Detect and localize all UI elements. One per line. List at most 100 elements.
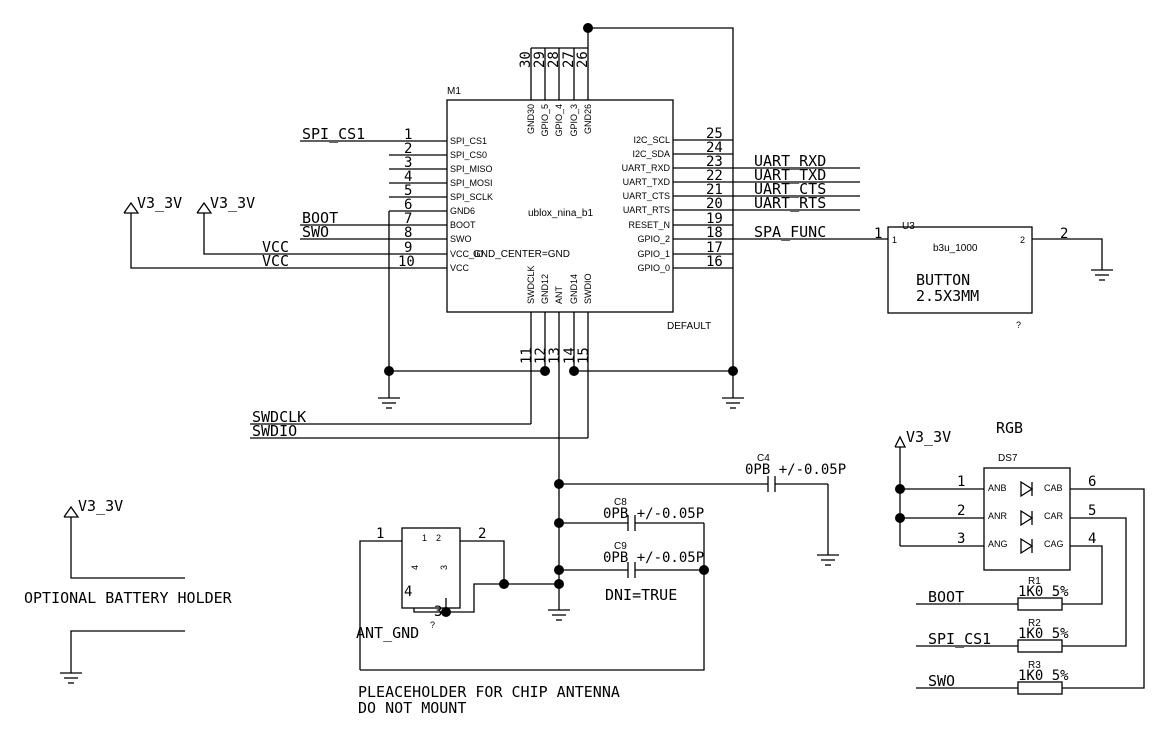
button-ref: U3 — [902, 221, 915, 232]
pin-number: 10 — [398, 254, 415, 270]
pin-number: 21 — [706, 182, 723, 198]
pin-name: GPIO_3 — [569, 104, 579, 137]
pin-name: GPIO_4 — [554, 104, 564, 137]
antenna-gnd-label: ANT_GND — [356, 624, 419, 642]
pin-name: VCC — [450, 263, 470, 273]
pin-name: RESET_N — [628, 220, 670, 230]
antenna-body — [401, 527, 461, 609]
led-pin-number: 3 — [957, 531, 965, 547]
module-net-wires — [130, 27, 888, 439]
pin-number: 29 — [532, 51, 548, 68]
led-pin-name: ANR — [988, 511, 1008, 521]
net-label-swdio: SWDIO — [252, 422, 297, 440]
module-top-pin-numbers: 30 29 28 27 26 — [518, 51, 591, 68]
pin-number: 27 — [561, 51, 577, 68]
pin-number: 7 — [404, 211, 412, 227]
ground-symbol — [817, 554, 839, 566]
pin-name: UART_TXD — [623, 177, 671, 187]
pin-number: 15 — [576, 347, 592, 364]
led-body — [983, 467, 1071, 571]
pin-name: GPIO_1 — [637, 249, 670, 259]
button-value: b3u_1000 — [933, 243, 978, 254]
resistor-value: 1K0 5% — [1018, 668, 1069, 684]
pin-number: 22 — [706, 168, 723, 184]
net-label-uart-rxd: UART_RXD — [754, 152, 826, 170]
net-label-uart-txd: UART_TXD — [754, 166, 826, 184]
button-u3[interactable]: U3 b3u_1000 BUTTON 2.5X3MM 1 2 1 2 ? — [874, 221, 1113, 330]
resistor-value: 1K0 5% — [1018, 584, 1069, 600]
resistor-r3[interactable]: R3 1K0 5% SWO — [928, 660, 1069, 695]
pin-name: VCC_IO — [450, 249, 484, 259]
pin-name: GND14 — [569, 274, 579, 304]
button-body — [887, 226, 1033, 314]
pin-name: SPI_CS0 — [450, 150, 487, 160]
net-label-vcc: VCC — [262, 238, 289, 256]
rgb-led-ds7[interactable]: RGB DS7 ANB ANR ANG CAB CAR CAG 1 2 3 6 … — [957, 419, 1096, 571]
module-left-pin-names: SPI_CS1 SPI_CS0 SPI_MISO SPI_MOSI SPI_SC… — [450, 136, 493, 273]
antenna-placeholder[interactable]: 1 2 4 3 1 2 4 3 ? ANT_GND — [356, 526, 705, 671]
module-m1[interactable]: M1 ublox_nina_b1 GND_CENTER=GND DEFAULT … — [389, 28, 733, 484]
net-label-boot: BOOT — [302, 209, 338, 227]
antenna-pin-number: 3 — [434, 604, 442, 620]
net-label-uart-rts: UART_RTS — [754, 194, 826, 212]
module-left-pin-lines — [389, 140, 447, 269]
pin-number: 17 — [706, 240, 723, 256]
led-pin-number: 5 — [1088, 503, 1096, 519]
battery-label: OPTIONAL BATTERY HOLDER — [24, 589, 233, 607]
led-pin-number: 4 — [1088, 531, 1096, 547]
resistor-r1[interactable]: R1 1K0 5% BOOT — [928, 576, 1069, 611]
pin-name: GPIO_0 — [637, 263, 670, 273]
pin-number: 8 — [404, 225, 412, 241]
module-top-pin-names: GND30 GPIO_5 GPIO_4 GPIO_3 GND26 — [526, 104, 593, 137]
led-pin-name: CAB — [1044, 483, 1063, 493]
power-symbol-v33: V3_3V — [196, 194, 255, 214]
pin-name: I2C_SCL — [633, 135, 670, 145]
resistor-ref: R3 — [1028, 660, 1041, 671]
pin-name: GND12 — [540, 274, 550, 304]
cap-ref: C8 — [614, 497, 627, 508]
pin-name: UART_RXD — [622, 163, 671, 173]
button-label: BUTTON — [916, 271, 970, 289]
module-bottom-pin-numbers: 11 12 13 14 15 — [519, 347, 592, 364]
pin-name: GND26 — [583, 104, 593, 134]
net-label-uart-cts: UART_CTS — [754, 180, 826, 198]
antenna-pin-label: 1 — [422, 533, 427, 543]
button-pin-number: 2 — [1060, 226, 1068, 242]
module-right-pin-numbers: 25 24 23 22 21 20 19 18 17 16 — [706, 126, 723, 270]
capacitor-c4[interactable]: C4 0PB +/-0.05P — [745, 453, 846, 492]
pin-name: GND6 — [450, 206, 475, 216]
capacitor-wires — [558, 483, 829, 610]
module-right-pin-lines — [673, 139, 733, 269]
pin-number: 16 — [706, 254, 723, 270]
module-value: ublox_nina_b1 — [528, 208, 593, 219]
pin-number: 4 — [404, 169, 412, 185]
pin-name: UART_RTS — [623, 205, 670, 215]
capacitor-c8[interactable]: C8 0PB +/-0.05P — [603, 497, 704, 531]
antenna-pin-number: 4 — [404, 584, 412, 600]
pin-number: 24 — [706, 140, 723, 156]
button-pin-label: 1 — [892, 235, 897, 245]
junction-dots — [384, 23, 738, 376]
pin-name: SPI_MOSI — [450, 178, 493, 188]
diode-icon — [1020, 537, 1034, 555]
led-pin-number: 6 — [1088, 474, 1096, 490]
pin-name: I2C_SDA — [632, 149, 670, 159]
pin-number: 5 — [404, 183, 412, 199]
net-label-spi-cs1: SPI_CS1 — [928, 630, 991, 648]
capacitor-c9[interactable]: C9 0PB +/-0.05P — [603, 541, 704, 578]
pin-name: SWDIO — [583, 274, 593, 305]
ground-symbol — [722, 397, 744, 409]
antenna-pin-label: 4 — [410, 565, 420, 570]
pin-number: 18 — [706, 225, 723, 241]
pin-number: 28 — [546, 51, 562, 68]
pin-number: 25 — [706, 126, 723, 142]
pin-number: 14 — [562, 347, 578, 364]
antenna-pin-label: 3 — [439, 565, 449, 570]
cap-ref: C4 — [757, 453, 770, 464]
resistor-r2[interactable]: R2 1K0 5% SPI_CS1 — [928, 618, 1069, 653]
net-label-swdclk: SWDCLK — [252, 408, 306, 426]
module-top-pin-lines — [530, 28, 589, 100]
pin-name: SWO — [450, 234, 472, 244]
antenna-note-line1: PLEACEHOLDER FOR CHIP ANTENNA — [358, 683, 620, 701]
ground-symbol — [1091, 269, 1113, 281]
